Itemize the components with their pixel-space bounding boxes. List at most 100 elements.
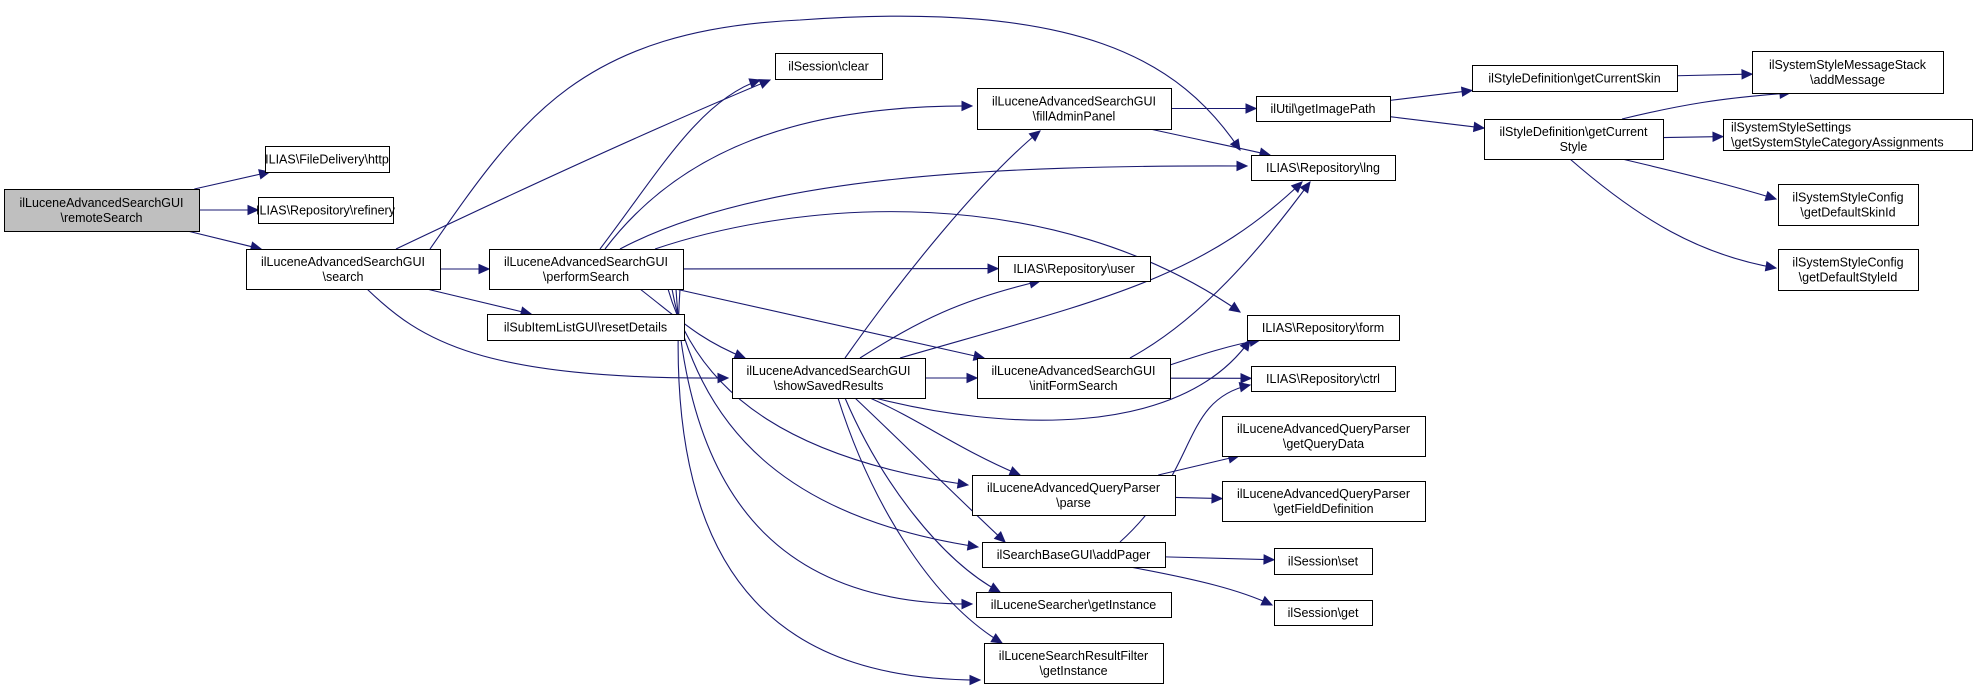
- edge-performSearch-to-showSavedResults: [639, 288, 747, 359]
- edge-performSearch-to-addPager: [671, 288, 980, 551]
- node-refinery[interactable]: ILIAS\Repository\refinery: [256, 197, 396, 224]
- node-label: ILIAS\Repository\user: [1013, 262, 1135, 276]
- node-getFieldDefinition[interactable]: ilLuceneAdvancedQueryParser\getFieldDefi…: [1222, 481, 1426, 522]
- edge-getImagePath-to-getCurrentStyle: [1389, 116, 1486, 133]
- node-filterGetInstance[interactable]: ilLuceneSearchResultFilter\getInstance: [984, 643, 1164, 684]
- edge-line: [1621, 158, 1777, 200]
- node-ctrl[interactable]: ILIAS\Repository\ctrl: [1251, 366, 1396, 392]
- node-showSavedResults[interactable]: ilLuceneAdvancedSearchGUI\showSavedResul…: [732, 358, 926, 399]
- arrowhead-icon: [478, 263, 491, 275]
- edge-line: [837, 397, 1003, 644]
- node-box: [4, 189, 200, 232]
- edge-remoteSearch-to-refinery: [199, 204, 260, 216]
- arrowhead-icon: [1472, 121, 1486, 133]
- edge-line: [599, 79, 761, 250]
- edge-line: [1129, 566, 1273, 606]
- node-initFormSearch[interactable]: ilLuceneAdvancedSearchGUI\initFormSearch: [977, 358, 1171, 399]
- edge-getCurrentStyle-to-categoryAssignments: [1662, 131, 1725, 142]
- node-label: ilLuceneAdvancedQueryParser: [1237, 422, 1410, 436]
- node-box: [1752, 51, 1944, 94]
- node-label: ILIAS\Repository\lng: [1266, 161, 1380, 175]
- node-form[interactable]: ILIAS\Repository\form: [1247, 315, 1400, 341]
- node-sessionSet[interactable]: ilSession\set: [1274, 548, 1373, 575]
- edge-fillAdminPanel-to-lng: [1149, 128, 1272, 158]
- node-categoryAssignments[interactable]: ilSystemStyleSettings\getSystemStyleCate…: [1723, 119, 1973, 151]
- edge-addPager-to-sessionSet: [1164, 554, 1276, 565]
- node-box: [1484, 119, 1664, 160]
- node-sessionClear[interactable]: ilSession\clear: [775, 53, 883, 80]
- node-label: \remoteSearch: [61, 211, 143, 225]
- edge-line: [859, 280, 1041, 359]
- edge-performSearch-to-searcherGetInstance: [675, 288, 974, 610]
- node-http[interactable]: ILIAS\FileDelivery\http: [265, 146, 390, 173]
- node-box: [246, 249, 441, 290]
- node-lng[interactable]: ILIAS\Repository\lng: [1251, 155, 1396, 181]
- edge-getImagePath-to-getCurrentSkin: [1389, 86, 1474, 101]
- edge-initFormSearch-to-ctrl: [1169, 373, 1253, 384]
- node-performSearch[interactable]: ilLuceneAdvancedSearchGUI\performSearch: [489, 249, 684, 290]
- node-label: ilLuceneAdvancedSearchGUI: [992, 364, 1156, 378]
- arrowhead-icon: [748, 78, 762, 89]
- arrowhead-icon: [961, 100, 974, 112]
- node-box: [998, 256, 1151, 282]
- node-label: \parse: [1056, 496, 1091, 510]
- arrowhead-icon: [1008, 466, 1022, 476]
- node-box: [1247, 315, 1400, 341]
- node-user[interactable]: ILIAS\Repository\user: [998, 256, 1151, 282]
- node-box: [972, 475, 1176, 516]
- edge-showSavedResults-to-addPager: [854, 397, 1006, 543]
- node-defaultStyleId[interactable]: ilSystemStyleConfig\getDefaultStyleId: [1778, 249, 1919, 291]
- edge-addPager-to-sessionGet: [1129, 566, 1274, 606]
- edge-line: [426, 288, 532, 315]
- node-addMessage[interactable]: ilSystemStyleMessageStack\addMessage: [1752, 51, 1944, 94]
- node-label: \addMessage: [1810, 73, 1885, 87]
- node-search[interactable]: ilLuceneAdvancedSearchGUI\search: [246, 249, 441, 290]
- arrowhead-icon: [988, 582, 1002, 593]
- edge-performSearch-to-initFormSearch: [675, 288, 986, 361]
- edge-getCurrentStyle-to-defaultStyleId: [1569, 158, 1778, 272]
- node-resetDetails[interactable]: ilSubItemListGUI\resetDetails: [487, 314, 685, 341]
- node-getCurrentSkin[interactable]: ilStyleDefinition\getCurrentSkin: [1472, 65, 1678, 92]
- node-box: [1472, 65, 1678, 92]
- edge-line: [671, 288, 979, 548]
- node-label: \getQueryData: [1283, 437, 1364, 451]
- node-label: \initFormSearch: [1029, 379, 1117, 393]
- node-label: ilSystemStyleConfig: [1792, 256, 1903, 270]
- edge-showSavedResults-to-filterGetInstance: [837, 397, 1004, 644]
- edge-line: [1129, 181, 1311, 359]
- node-parse[interactable]: ilLuceneAdvancedQueryParser\parse: [972, 475, 1176, 516]
- node-fillAdminPanel[interactable]: ilLuceneAdvancedSearchGUI\fillAdminPanel: [977, 88, 1172, 130]
- node-label: \search: [323, 270, 364, 284]
- node-label: \performSearch: [543, 270, 629, 284]
- node-box: [1778, 184, 1919, 226]
- arrowhead-icon: [1260, 595, 1274, 606]
- node-searcherGetInstance[interactable]: ilLuceneSearcher\getInstance: [976, 592, 1172, 618]
- node-addPager[interactable]: ilSearchBaseGUI\addPager: [982, 542, 1166, 568]
- node-label: ilLuceneAdvancedSearchGUI: [747, 364, 911, 378]
- node-box: [1778, 249, 1919, 291]
- arrowhead-icon: [987, 263, 1000, 274]
- nodes-layer: ilLuceneAdvancedSearchGUI\remoteSearchIL…: [4, 51, 1973, 684]
- edge-parse-to-getQueryData: [1158, 453, 1240, 476]
- arrowhead-icon: [993, 530, 1006, 543]
- node-sessionGet[interactable]: ilSession\get: [1274, 600, 1373, 626]
- node-label: \getSystemStyleCategoryAssignments: [1731, 136, 1944, 150]
- edge-performSearch-to-user: [682, 263, 1000, 274]
- arrowhead-icon: [1764, 261, 1778, 272]
- edge-showSavedResults-to-parse: [869, 397, 1022, 476]
- arrowhead-icon: [1240, 373, 1253, 384]
- arrowhead-icon: [1460, 86, 1474, 97]
- edge-line: [1676, 73, 1753, 77]
- node-box: [1222, 416, 1426, 457]
- node-label: ilSearchBaseGUI\addPager: [997, 548, 1151, 562]
- edge-line: [874, 339, 1251, 421]
- node-getImagePath[interactable]: ilUtil\getImagePath: [1256, 96, 1391, 122]
- edge-line: [194, 171, 270, 190]
- node-defaultSkinId[interactable]: ilSystemStyleConfig\getDefaultSkinId: [1778, 184, 1919, 226]
- edge-line: [1158, 455, 1239, 476]
- edge-line: [1149, 128, 1271, 156]
- node-getQueryData[interactable]: ilLuceneAdvancedQueryParser\getQueryData: [1222, 416, 1426, 457]
- arrowhead-icon: [1228, 301, 1242, 313]
